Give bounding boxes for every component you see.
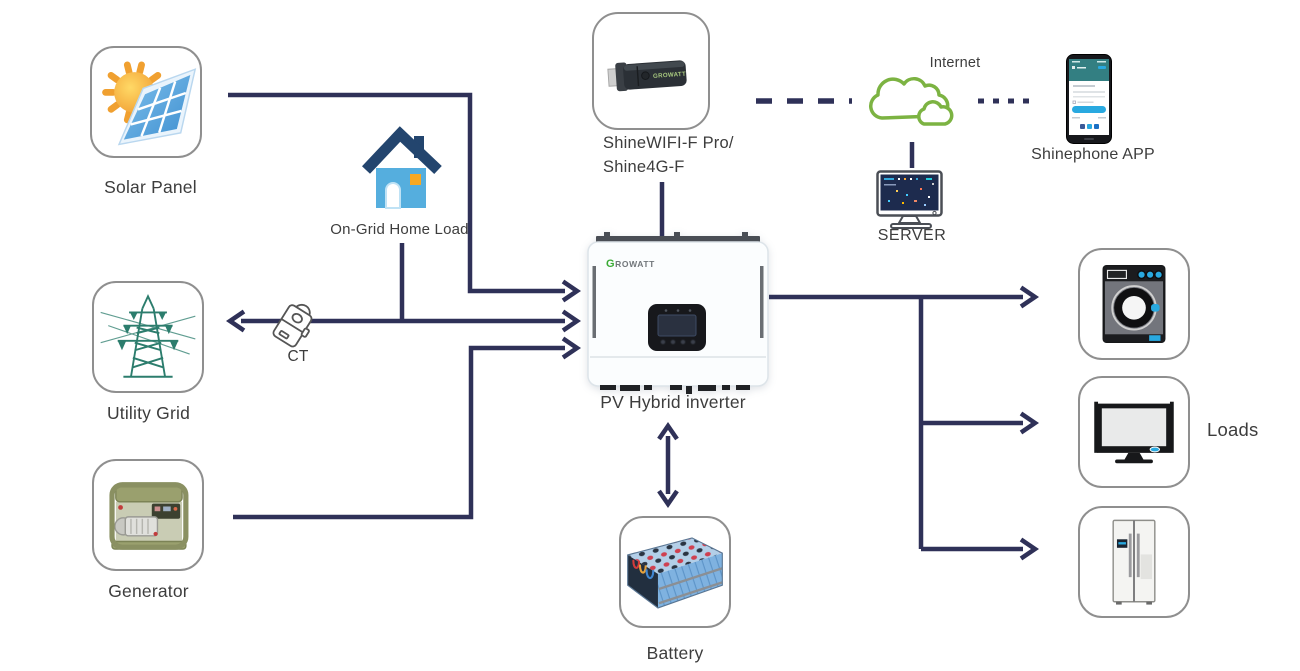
line-inverter-to-loads bbox=[769, 285, 1040, 561]
battery-label: Battery bbox=[646, 643, 704, 663]
generator-label: Generator bbox=[108, 581, 189, 601]
utility-grid-label: Utility Grid bbox=[106, 403, 191, 423]
server-icon bbox=[876, 170, 943, 229]
generator-icon bbox=[109, 482, 189, 550]
washing-machine-icon bbox=[1102, 264, 1166, 344]
server-screen-pixels bbox=[884, 178, 934, 206]
house-icon bbox=[362, 126, 442, 209]
ct-label: CT bbox=[287, 348, 309, 365]
utility-grid-node bbox=[92, 281, 204, 393]
app-label: Shinephone APP bbox=[1031, 146, 1155, 163]
ct-icon bbox=[272, 303, 313, 348]
tv-node bbox=[1078, 376, 1190, 488]
panel bbox=[117, 68, 197, 146]
battery-node bbox=[619, 516, 731, 628]
home-load-label: On-Grid Home Load bbox=[330, 221, 469, 238]
line-generator-to-inverter bbox=[233, 336, 582, 520]
generator-node bbox=[92, 459, 204, 571]
tv-icon bbox=[1094, 401, 1174, 464]
server-label: SERVER bbox=[877, 227, 947, 244]
line-solar-to-inverter bbox=[228, 92, 582, 303]
inverter-display bbox=[648, 304, 706, 351]
loads-label: Loads bbox=[1207, 419, 1259, 440]
inverter-brand: GROWATT bbox=[606, 258, 655, 270]
battery-icon bbox=[627, 537, 723, 609]
utility-grid-icon bbox=[100, 294, 196, 378]
wifi-module-node: GROWATT bbox=[592, 12, 710, 130]
wifi-module-brand: GROWATT bbox=[653, 71, 686, 80]
solar-panel-icon bbox=[102, 61, 197, 146]
ct-node bbox=[262, 294, 324, 356]
inverter-label: PV Hybrid inverter bbox=[600, 392, 746, 412]
internet-node bbox=[854, 60, 968, 136]
fridge-node bbox=[1078, 506, 1190, 618]
line-inverter-battery bbox=[657, 422, 679, 508]
cloud-icon bbox=[869, 76, 954, 126]
app-node bbox=[1066, 54, 1112, 144]
home-load-node bbox=[348, 112, 452, 216]
wifi-module-icon: GROWATT bbox=[607, 60, 687, 92]
inverter-node: GROWATT bbox=[586, 226, 770, 396]
washer-node bbox=[1078, 248, 1190, 360]
phone-icon bbox=[1066, 54, 1112, 144]
inverter-connectors bbox=[600, 385, 750, 394]
inverter-icon bbox=[587, 232, 769, 394]
solar-panel-label: Solar Panel bbox=[104, 177, 197, 197]
fridge-icon bbox=[1112, 519, 1156, 605]
solar-panel-node bbox=[90, 46, 202, 158]
internet-label: Internet bbox=[929, 55, 981, 71]
wifi-module-label: ShineWIFI-F Pro/ Shine4G-F bbox=[603, 134, 734, 176]
server-node bbox=[876, 170, 946, 230]
